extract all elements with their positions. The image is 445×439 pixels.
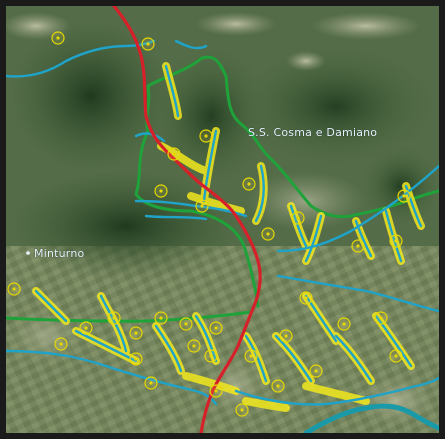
well-markers	[7, 31, 411, 417]
well-marker[interactable]	[242, 177, 256, 191]
well-marker[interactable]	[144, 376, 158, 390]
well-marker[interactable]	[309, 364, 323, 378]
mountain-shade	[11, 21, 171, 171]
well-marker[interactable]	[235, 403, 249, 417]
well-marker[interactable]	[279, 329, 293, 343]
well-marker[interactable]	[7, 282, 21, 296]
well-marker[interactable]	[167, 147, 181, 161]
well-marker[interactable]	[129, 326, 143, 340]
well-marker[interactable]	[291, 211, 305, 225]
well-marker[interactable]	[107, 311, 121, 325]
well-marker[interactable]	[397, 189, 411, 203]
well-marker[interactable]	[209, 321, 223, 335]
mountain-shade	[151, 46, 271, 186]
well-marker[interactable]	[51, 31, 65, 45]
well-marker[interactable]	[299, 291, 313, 305]
tributary-streams	[6, 39, 439, 406]
well-marker[interactable]	[261, 227, 275, 241]
well-marker[interactable]	[195, 199, 209, 213]
well-marker[interactable]	[54, 337, 68, 351]
coastal-channel	[303, 403, 439, 433]
bright-rock	[286, 51, 326, 71]
place-label-minturno: Minturno	[34, 247, 85, 260]
well-marker[interactable]	[374, 311, 388, 325]
well-marker[interactable]	[154, 311, 168, 325]
mountain-shade	[361, 146, 439, 226]
well-marker[interactable]	[129, 352, 143, 366]
well-marker[interactable]	[79, 321, 93, 335]
well-marker[interactable]	[389, 349, 403, 363]
municipal-boundary	[6, 55, 439, 323]
well-marker[interactable]	[187, 339, 201, 353]
mountain-shade	[236, 46, 436, 166]
well-marker[interactable]	[179, 317, 193, 331]
well-marker[interactable]	[337, 317, 351, 331]
well-marker[interactable]	[351, 239, 365, 253]
well-marker[interactable]	[199, 129, 213, 143]
well-marker[interactable]	[271, 379, 285, 393]
place-marker-minturno	[26, 251, 30, 255]
well-marker[interactable]	[244, 349, 258, 363]
satellite-map[interactable]: S.S. Cosma e Damiano Minturno	[6, 6, 439, 433]
well-marker[interactable]	[389, 234, 403, 248]
well-marker[interactable]	[204, 349, 218, 363]
bright-rock	[196, 12, 276, 36]
mountain-shade	[11, 171, 241, 281]
main-river	[112, 6, 262, 433]
well-marker[interactable]	[154, 184, 168, 198]
bright-rock	[311, 12, 421, 40]
well-marker[interactable]	[209, 384, 223, 398]
well-marker[interactable]	[141, 37, 155, 51]
place-label-ss-cosma: S.S. Cosma e Damiano	[248, 126, 377, 139]
